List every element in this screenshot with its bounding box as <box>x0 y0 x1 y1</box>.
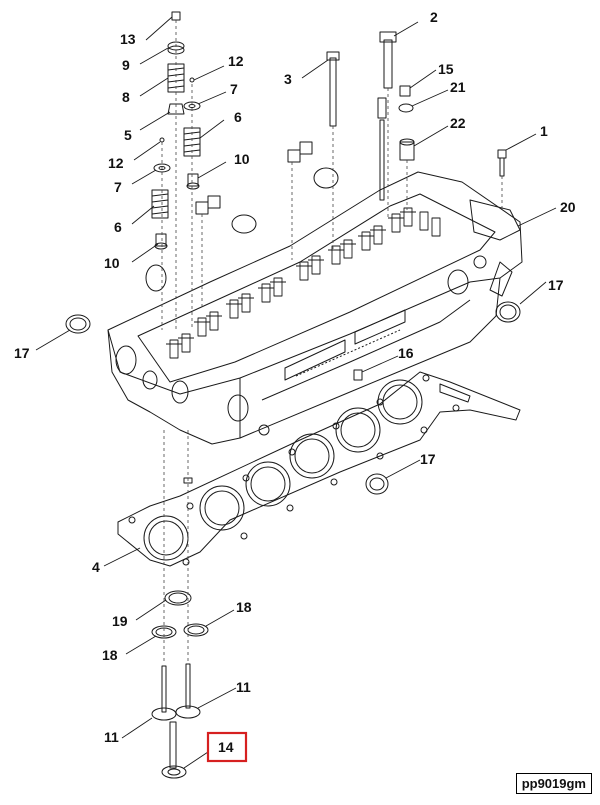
callout-leaders <box>35 16 557 769</box>
callout-12-bottom: 12 <box>108 155 124 171</box>
callout-10-bottom: 10 <box>104 255 120 271</box>
callout-7-bottom: 7 <box>114 179 122 195</box>
callout-2: 2 <box>430 9 438 25</box>
highlight-box <box>206 731 248 763</box>
callout-18-right: 18 <box>236 599 252 615</box>
callout-8: 8 <box>122 89 130 105</box>
callout-1: 1 <box>540 123 548 139</box>
o-ring-left <box>65 314 91 334</box>
callout-11-left: 11 <box>104 729 119 745</box>
valve-seat-19 <box>164 590 192 606</box>
bolts-and-injector-parts <box>326 31 507 201</box>
callout-3: 3 <box>284 71 292 87</box>
callout-15: 15 <box>438 61 454 77</box>
callout-17-lower: 17 <box>420 451 436 467</box>
callout-20: 20 <box>560 199 576 215</box>
callout-13: 13 <box>120 31 136 47</box>
o-ring-right <box>495 301 521 323</box>
callout-21: 21 <box>450 79 466 95</box>
callout-16: 16 <box>398 345 414 361</box>
callout-6-bottom: 6 <box>114 219 122 235</box>
figure-reference-code: pp9019gm <box>515 773 592 794</box>
callout-10-top: 10 <box>234 151 250 167</box>
callout-19: 19 <box>112 613 128 629</box>
callout-22: 22 <box>450 115 466 131</box>
head-gasket <box>117 371 521 567</box>
valve-seats-and-valves <box>151 590 209 779</box>
callout-4: 4 <box>92 559 100 575</box>
callout-9: 9 <box>122 57 130 73</box>
callout-18-left: 18 <box>102 647 118 663</box>
callout-12-top: 12 <box>228 53 244 69</box>
o-ring-lower <box>365 473 389 495</box>
valve-14 <box>161 765 187 779</box>
valve-seat-18a <box>151 625 177 639</box>
callout-5: 5 <box>124 127 132 143</box>
callout-11-right: 11 <box>236 679 251 695</box>
callout-labels: 13 9 8 12 7 5 6 12 10 7 6 10 2 3 15 21 2… <box>14 9 576 763</box>
callout-6-top: 6 <box>234 109 242 125</box>
callout-17-left: 17 <box>14 345 30 361</box>
callout-7-top: 7 <box>230 81 238 97</box>
assembly-axis-lines <box>161 20 503 664</box>
callout-17-right: 17 <box>548 277 564 293</box>
valve-seat-18b <box>183 623 209 637</box>
callout-14-highlighted: 14 <box>218 739 234 755</box>
cylinder-head <box>107 167 523 445</box>
